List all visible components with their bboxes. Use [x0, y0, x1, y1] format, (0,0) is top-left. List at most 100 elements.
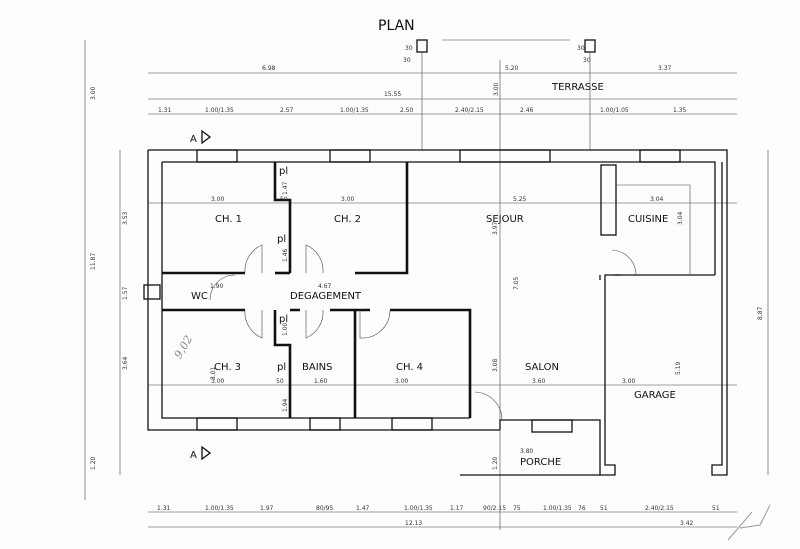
door: [244, 309, 263, 339]
dimension-label: 2.46: [520, 107, 534, 114]
dimension-label: 1.00/1.35: [404, 505, 433, 512]
dimension-label: 75: [513, 505, 521, 512]
dimension-label: 3.37: [658, 65, 672, 72]
dimension-label: 30: [403, 57, 411, 64]
dimension-label: 50: [276, 378, 284, 385]
dimension-label: 1.94: [282, 398, 289, 412]
dimension-label: 1.90: [210, 283, 224, 290]
dimension-label: 50: [280, 196, 288, 203]
dimension-label: 3.01: [210, 366, 217, 380]
label-placard: pl: [279, 314, 288, 325]
dimension-label: 3.53: [122, 211, 129, 225]
dimension-label: 80/95: [316, 505, 333, 512]
window: [309, 417, 341, 431]
dimension-label: 5.25: [513, 196, 527, 203]
label-bains: BAINS: [302, 362, 332, 373]
window: [531, 419, 573, 433]
window: [196, 417, 238, 431]
window: [391, 417, 433, 431]
dimension-label: 1.97: [260, 505, 274, 512]
dimension-label: 2.50: [400, 107, 414, 114]
dimension-label: 1.00/1.35: [205, 107, 234, 114]
dimension-label: 3.60: [532, 378, 546, 385]
dimension-label: 1.60: [314, 378, 328, 385]
dimension-label: 51: [600, 505, 608, 512]
dimension-label: 1.31: [157, 505, 171, 512]
dimension-label: 5.19: [675, 361, 682, 375]
door: [305, 244, 324, 274]
door: [305, 309, 324, 339]
dimension-label: 2.40/2.15: [645, 505, 674, 512]
door: [244, 244, 263, 274]
room-labels: TERRASSE CH. 1 CH. 2 SEJOUR CUISINE WC D…: [172, 82, 771, 541]
dimension-label: 3.04: [650, 196, 664, 203]
dimension-label: 5.20: [505, 65, 519, 72]
dimension-label: 1.57: [122, 286, 129, 300]
dimension-label: 30: [405, 45, 413, 52]
label-sejour: SEJOUR: [486, 214, 524, 225]
dimension-lines: [84, 40, 769, 530]
door: [359, 309, 391, 339]
signature: [727, 504, 771, 541]
dimension-label: 3.64: [122, 356, 129, 370]
windows: [143, 149, 681, 433]
dimension-label: 8.87: [757, 306, 764, 320]
dimension-label: 3.00: [341, 196, 355, 203]
dimension-label: 12.13: [405, 520, 422, 527]
window: [143, 284, 161, 300]
dimension-label: 3.00: [622, 378, 636, 385]
dimension-label: 1.00/1.35: [205, 505, 234, 512]
dimension-label: 1.00/1.35: [543, 505, 572, 512]
dimension-label: 3.00: [90, 86, 97, 100]
dimension-label: 76: [578, 505, 586, 512]
dimension-label: 1.47: [282, 181, 289, 195]
dimension-label: 3.97: [492, 221, 499, 235]
window: [196, 149, 238, 163]
dimension-label: 2.40/2.15: [455, 107, 484, 114]
label-porche: PORCHE: [520, 457, 561, 468]
label-placard: pl: [277, 362, 286, 373]
label-cuisine: CUISINE: [628, 214, 668, 225]
dimension-label: 4.67: [318, 283, 332, 290]
dimension-label: 1.00/1.05: [600, 107, 629, 114]
label-ch1: CH. 1: [215, 214, 242, 225]
label-terrasse: TERRASSE: [551, 82, 604, 93]
dimension-label: 30: [577, 45, 585, 52]
label-wc: WC: [191, 291, 208, 302]
door: [474, 391, 503, 421]
section-marker-top: A: [190, 134, 197, 145]
dimension-label: 15.55: [384, 91, 401, 98]
plan-title: PLAN: [378, 18, 415, 34]
post: [584, 39, 596, 53]
label-garage: GARAGE: [634, 390, 676, 401]
label-ch2: CH. 2: [334, 214, 361, 225]
dimension-label: 3.08: [492, 358, 499, 372]
dimension-label: 1.00/1.35: [340, 107, 369, 114]
label-ch4: CH. 4: [396, 362, 423, 373]
label-degagement: DEGAGEMENT: [290, 291, 362, 302]
window: [459, 149, 551, 163]
section-arrow-icon: [201, 129, 212, 461]
window: [639, 149, 681, 163]
post: [416, 39, 428, 53]
dimension-label: 1.47: [356, 505, 370, 512]
dimension-label: 1.00: [282, 322, 289, 336]
dimension-label: 3.00: [395, 378, 409, 385]
terrasse-posts: [416, 39, 596, 150]
doors: [209, 244, 637, 421]
dimension-label: 30: [583, 57, 591, 64]
dimension-label: 1.20: [90, 456, 97, 470]
window: [329, 149, 371, 163]
dimension-label: 1.35: [673, 107, 687, 114]
dimension-label: 1.17: [450, 505, 464, 512]
dimension-label: 3.42: [680, 520, 694, 527]
dimension-label: 3.04: [677, 211, 684, 225]
dimension-label: 3.00: [211, 196, 225, 203]
dimension-label: 3.80: [520, 448, 534, 455]
door: [209, 274, 236, 301]
label-placard: pl: [277, 234, 286, 245]
dimension-label: 6.98: [262, 65, 276, 72]
dimension-label: 1.46: [282, 248, 289, 262]
dimension-label: 2.57: [280, 107, 294, 114]
